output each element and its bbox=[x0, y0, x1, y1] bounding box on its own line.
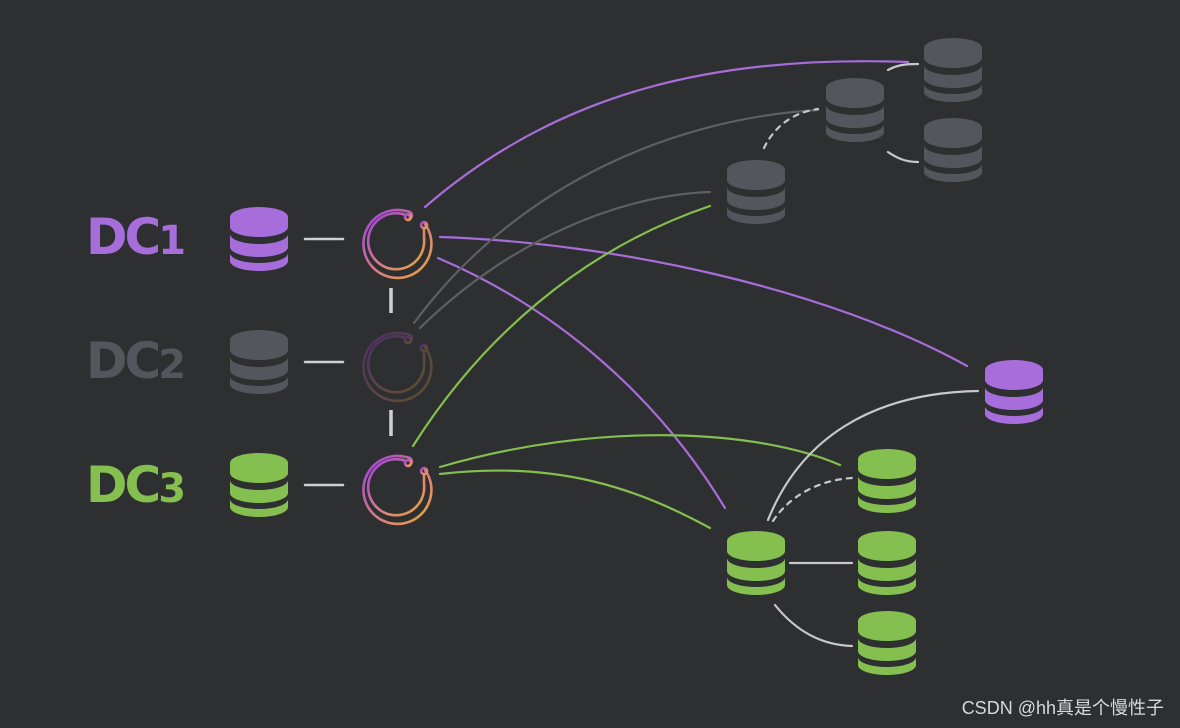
link-dc2-gray-mid bbox=[412, 108, 820, 325]
link-dc1-green-hub bbox=[436, 256, 727, 510]
database-icon bbox=[985, 360, 1043, 424]
database-icon bbox=[230, 330, 288, 394]
link-gray-mid-to-lower-right bbox=[886, 150, 920, 164]
links bbox=[303, 60, 980, 648]
dc3-label-prefix: DC bbox=[86, 456, 161, 514]
database-icon bbox=[727, 160, 785, 224]
dc1-label-prefix: DC bbox=[86, 208, 161, 266]
cluster-node-icon bbox=[362, 208, 433, 280]
dc2-label-number: 2 bbox=[158, 342, 187, 388]
database-icon bbox=[858, 611, 916, 675]
database-icon bbox=[826, 78, 884, 142]
dc1-label-number: 1 bbox=[158, 218, 187, 264]
link-green-hub-to-green-bottom bbox=[773, 603, 854, 648]
link-dc1-top-right bbox=[423, 60, 910, 209]
database-icon bbox=[924, 118, 982, 182]
link-green-hub-to-purple-right bbox=[766, 389, 980, 522]
link-dc3-green-top bbox=[438, 434, 842, 469]
database-icon bbox=[924, 38, 982, 102]
dc3-label-number: 3 bbox=[158, 466, 187, 512]
database-icon bbox=[858, 531, 916, 595]
dc2-label: DC2 bbox=[86, 336, 186, 386]
dc3-label: DC3 bbox=[86, 460, 186, 510]
database-icon bbox=[230, 453, 288, 517]
watermark: CSDN @hh真是个慢性子 bbox=[961, 698, 1164, 718]
database-icon bbox=[230, 207, 288, 271]
database-icon bbox=[727, 531, 785, 595]
cluster-node-icon bbox=[362, 454, 433, 526]
link-dc1-purple-right bbox=[438, 235, 969, 368]
link-dc3-green-hub bbox=[438, 469, 712, 530]
dc1-label: DC1 bbox=[86, 212, 186, 262]
database-icon bbox=[858, 449, 916, 513]
cluster-node-icon bbox=[362, 331, 433, 403]
link-dc3-gray-left bbox=[411, 204, 712, 448]
dc2-label-prefix: DC bbox=[86, 332, 161, 390]
link-dc2-gray-left bbox=[418, 190, 712, 330]
link-gray-left-to-mid-dashed bbox=[762, 107, 820, 150]
link-gray-top-right-to-mid bbox=[886, 62, 920, 72]
link-green-hub-to-green-top-dashed bbox=[771, 476, 854, 523]
